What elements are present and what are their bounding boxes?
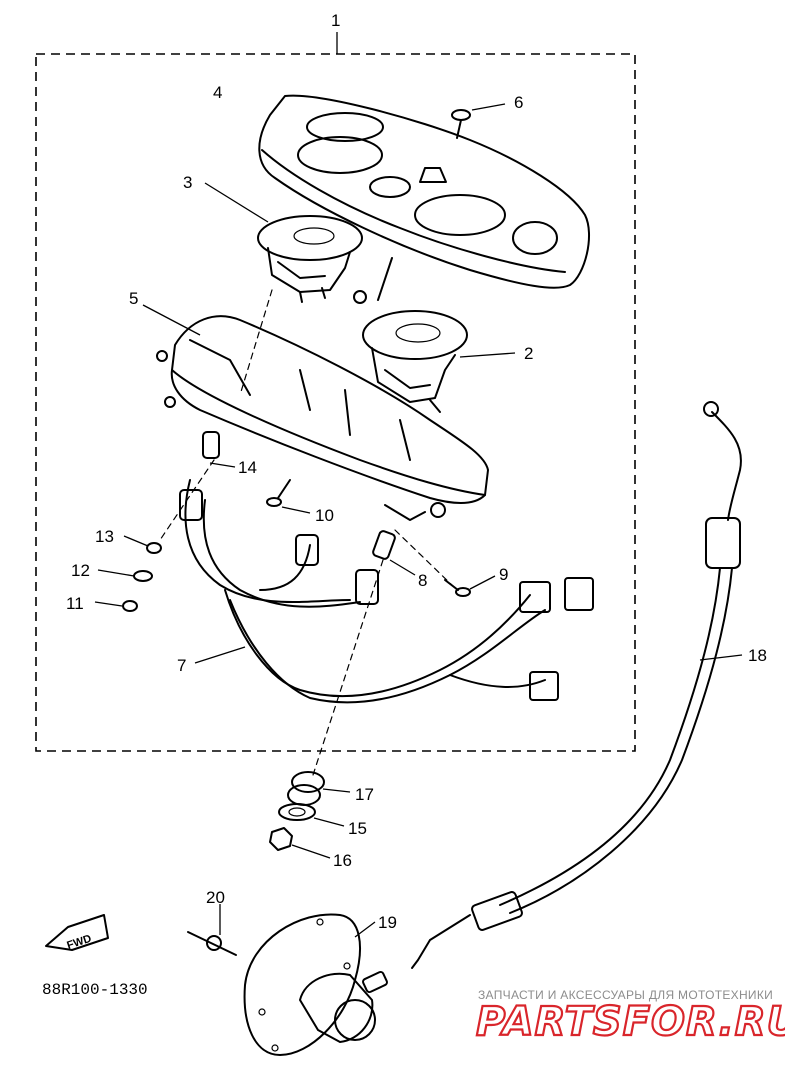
- callout-8: 8: [418, 571, 427, 590]
- part-19-gear-unit: [243, 913, 388, 1056]
- callout-19: 19: [378, 913, 397, 932]
- callout-6: 6: [514, 93, 523, 112]
- callout-5: 5: [129, 289, 138, 308]
- callout-7: 7: [177, 656, 186, 675]
- watermark: ЗАПЧАСТИ И АКСЕССУАРЫ ДЛЯ МОТОТЕХНИКИ PA…: [475, 988, 785, 1046]
- part-10-screw: [266, 479, 311, 514]
- part-6-screw: [451, 103, 506, 139]
- forward-arrow-icon: FWD: [45, 914, 109, 952]
- callout-10: 10: [315, 506, 334, 525]
- part-5-meter-case: [142, 304, 489, 521]
- part-17-grommet: [287, 771, 351, 806]
- callout-12: 12: [71, 561, 90, 580]
- callout-17: 17: [355, 785, 374, 804]
- part-15-washer: [278, 803, 345, 827]
- part-14-bulb-socket: [202, 431, 236, 468]
- callout-11: 11: [66, 594, 84, 613]
- assembly-frame: [35, 32, 636, 752]
- callout-1: 1: [331, 11, 340, 30]
- callout-3: 3: [183, 173, 192, 192]
- watermark-brand: PARTSFOR.RU: [476, 999, 785, 1045]
- part-4-meter-cover: [258, 94, 591, 289]
- callout-15: 15: [348, 819, 367, 838]
- part-20-bolt: [187, 904, 237, 956]
- callout-13: 13: [95, 527, 114, 546]
- part-11-bulb: [94, 600, 138, 612]
- part-13-bulb: [123, 535, 162, 554]
- part-12-washer: [97, 569, 153, 582]
- watermark-tagline: ЗАПЧАСТИ И АКСЕССУАРЫ ДЛЯ МОТОТЕХНИКИ: [478, 988, 773, 1002]
- assembly-axis-lines: [159, 289, 456, 776]
- part-2-speedometer: [353, 257, 516, 413]
- callout-18: 18: [748, 646, 767, 665]
- part-7-wire-harness: [179, 479, 594, 704]
- callout-2: 2: [524, 344, 533, 363]
- part-8-socket: [372, 530, 416, 576]
- callout-9: 9: [499, 565, 508, 584]
- callout-14: 14: [238, 458, 257, 477]
- callout-4: 4: [213, 83, 222, 102]
- part-16-nut: [269, 827, 331, 859]
- callout-labels: 1 2 3 4 6 5 7 8 9 10 11 12 13 14 15 16 1…: [66, 11, 767, 932]
- forward-arrow-label: FWD: [65, 933, 93, 952]
- diagram-code: 88R100-1330: [42, 981, 148, 999]
- callout-16: 16: [333, 851, 352, 870]
- part-18-speedometer-cable: [411, 401, 743, 969]
- part-3-tachometer: [204, 182, 363, 303]
- callout-20: 20: [206, 888, 225, 907]
